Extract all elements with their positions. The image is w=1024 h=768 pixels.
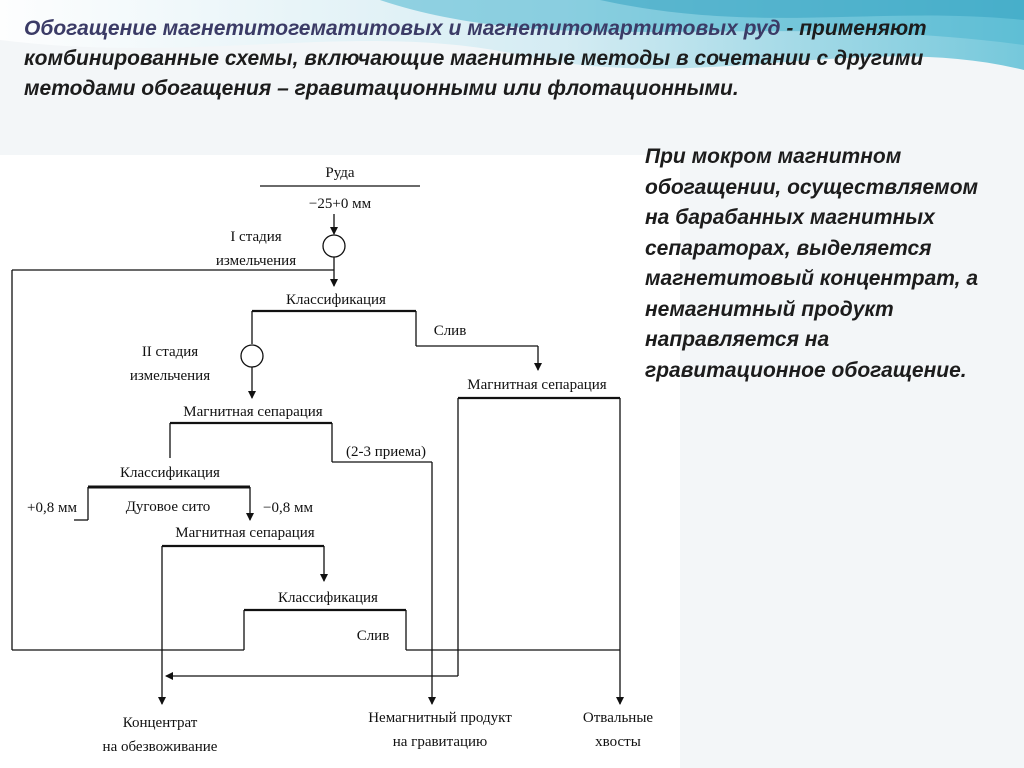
title-highlight: Обогащение магнетитогематитовых и магнет… (24, 17, 781, 40)
label-classification-3: Классификация (278, 590, 378, 606)
label-plus-fraction: +0,8 мм (27, 500, 77, 516)
label-out-tails-line2: хвосты (595, 734, 641, 750)
label-magsep-2: Магнитная сепарация (175, 525, 314, 541)
label-classification-2: Классификация (120, 465, 220, 481)
label-overflow-2: Слив (357, 628, 390, 644)
label-magsep-right: Магнитная сепарация (467, 377, 606, 393)
title-rest: - применяют комбинированные схемы, включ… (24, 17, 927, 100)
mill-1-symbol (322, 234, 346, 258)
flowsheet-svg: Руда −25+0 мм I стадия измельчения Класс… (11, 165, 653, 755)
label-magsep-1: Магнитная сепарация (183, 404, 322, 420)
label-classification-1: Классификация (286, 292, 386, 308)
label-out-nonmag-line2: на гравитацию (393, 734, 488, 750)
label-magsep-1-note: (2-3 приема) (346, 444, 426, 460)
label-ore: Руда (325, 165, 355, 181)
side-description: При мокром магнитном обогащении, осущест… (645, 145, 979, 382)
header-wave-background (0, 0, 1024, 160)
label-out-concentrate-line2: на обезвоживание (103, 739, 218, 755)
label-out-concentrate-line1: Концентрат (123, 715, 198, 731)
mill-2-symbol (240, 344, 264, 368)
label-size: −25+0 мм (309, 196, 372, 212)
label-out-tails-line1: Отвальные (583, 710, 653, 726)
label-grind2-line1: II стадия (142, 344, 198, 360)
label-minus-fraction: −0,8 мм (263, 500, 313, 516)
slide-title: Обогащение магнетитогематитовых и магнет… (24, 14, 1004, 104)
label-grind2-line2: измельчения (130, 368, 210, 384)
label-out-nonmag-line1: Немагнитный продукт (368, 710, 512, 726)
label-grind1-line2: измельчения (216, 253, 296, 269)
label-overflow-1: Слив (434, 323, 467, 339)
flowsheet-diagram: Руда −25+0 мм I стадия измельчения Класс… (0, 155, 680, 768)
label-arc-sieve: Дуговое сито (126, 499, 211, 515)
label-grind1-line1: I стадия (230, 229, 281, 245)
